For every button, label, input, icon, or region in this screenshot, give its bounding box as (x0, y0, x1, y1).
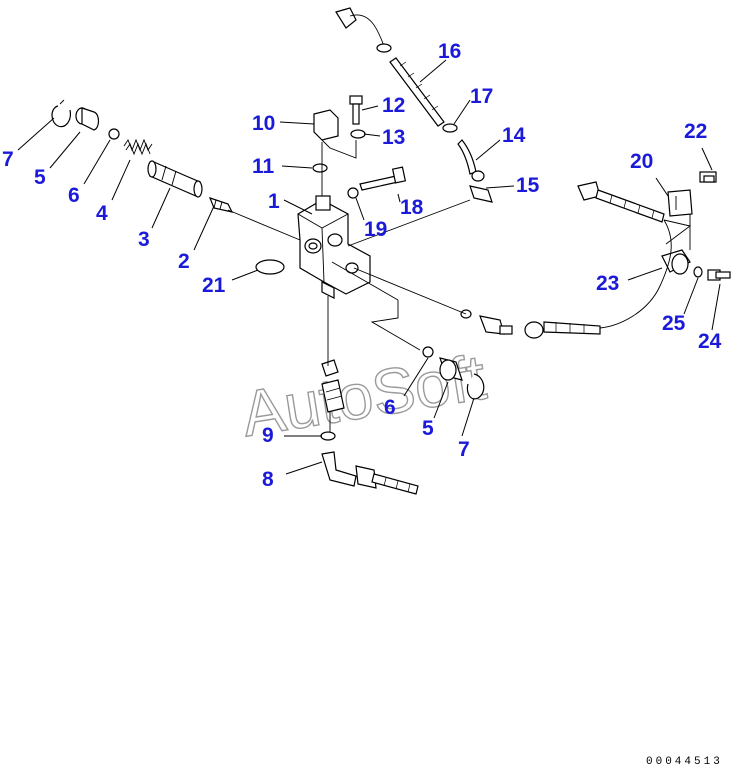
o-ring-11-part (312, 163, 328, 173)
bolt-18-part (359, 166, 407, 191)
callout-labels: 7 5 6 4 3 2 21 1 10 11 12 13 16 17 14 15… (2, 40, 722, 491)
callout-3: 3 (138, 228, 150, 251)
valve-body-part (297, 195, 371, 299)
washer-25-part (693, 266, 703, 278)
o-ring-9-part (320, 431, 336, 441)
callout-7b: 7 (458, 438, 470, 461)
callout-23: 23 (596, 272, 619, 295)
bolt-22-part (699, 171, 717, 183)
callout-5b: 5 (422, 417, 434, 440)
callout-4: 4 (96, 202, 108, 225)
callout-6b: 6 (384, 396, 396, 419)
callout-18: 18 (400, 196, 424, 219)
o-ring-6b-part (422, 346, 434, 358)
callout-5: 5 (34, 166, 46, 189)
callout-14: 14 (502, 124, 526, 147)
callout-24: 24 (698, 330, 722, 353)
washer-13-part (350, 129, 366, 139)
watermark: AutoSoft (237, 341, 491, 451)
callout-10: 10 (252, 112, 275, 135)
callout-19: 19 (364, 218, 387, 241)
callout-9: 9 (262, 424, 274, 447)
snap-ring-7b-part (466, 373, 485, 400)
callout-12: 12 (382, 94, 405, 117)
callout-11: 11 (252, 155, 275, 178)
callout-6: 6 (68, 184, 80, 207)
document-number: 00044513 (646, 756, 723, 768)
callout-7: 7 (2, 148, 14, 171)
clamp-17-part (442, 123, 458, 133)
callout-17: 17 (470, 85, 493, 108)
snap-ring-part (51, 99, 71, 128)
plug-part (75, 107, 100, 131)
plug-5b-part (439, 357, 463, 381)
o-ring-21-part (255, 259, 285, 275)
spring-part (123, 138, 153, 156)
callout-1: 1 (268, 190, 280, 213)
connector-part (313, 109, 357, 159)
callout-20: 20 (630, 150, 653, 173)
assembly-lines (227, 142, 692, 432)
callout-15: 15 (516, 174, 540, 197)
washer-19-part (347, 187, 359, 199)
callout-21: 21 (202, 274, 226, 297)
callout-22: 22 (684, 120, 707, 143)
elbow-14-part (457, 139, 477, 175)
elbow-8-part (321, 451, 419, 495)
fitting-15-part (469, 170, 493, 203)
spool-part (147, 160, 203, 198)
callout-13: 13 (382, 126, 405, 149)
right-fitting-part (460, 309, 513, 335)
callout-16: 16 (438, 40, 461, 63)
callout-8: 8 (262, 468, 274, 491)
clamp-23-part (661, 249, 691, 275)
leader-lines (17, 59, 721, 475)
bolt-12-part (349, 95, 363, 125)
bolt-24-part (707, 269, 731, 281)
long-hose-part (524, 181, 672, 339)
callout-25: 25 (662, 312, 686, 335)
bracket-20-part (667, 189, 693, 217)
callout-2: 2 (178, 250, 190, 273)
o-ring-part (108, 128, 120, 140)
top-hose-part (335, 7, 445, 127)
bottom-fitting-part (321, 359, 345, 413)
